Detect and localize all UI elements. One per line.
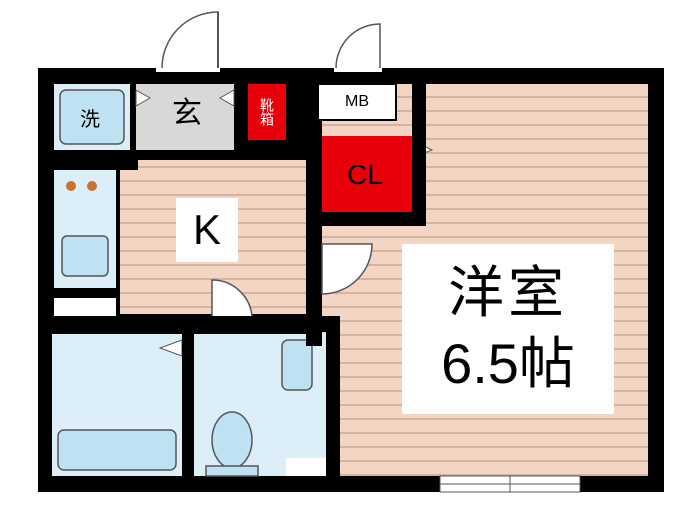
wall-closet-bottom <box>306 212 426 226</box>
washer-pan <box>59 89 125 145</box>
entrance-label: 玄 <box>172 96 202 131</box>
toilet-bowl <box>211 411 253 469</box>
shoe-box <box>248 84 286 140</box>
toilet-door-swing <box>211 279 253 317</box>
meter-box <box>317 83 397 121</box>
kitchen-label: K <box>176 198 238 262</box>
washer-label: 洗 <box>80 106 100 131</box>
fridge-space <box>54 298 116 316</box>
wall-closet-right <box>412 84 426 226</box>
western-room-name: 洋室 <box>448 261 568 326</box>
bathtub <box>57 429 177 471</box>
closet-label: CL <box>347 159 383 190</box>
toilet-shelf <box>286 458 326 476</box>
toilet-sink <box>281 339 313 391</box>
shoe-box-label: 靴箱 <box>258 98 274 126</box>
western-room-label: 洋室 6.5帖 <box>402 244 614 414</box>
mb-door-swing <box>335 23 381 69</box>
western-room-size: 6.5帖 <box>441 332 575 395</box>
meter-box-label: MB <box>345 93 369 110</box>
wall-entrance-kitchen <box>120 150 306 160</box>
kitchen-sink <box>61 235 109 277</box>
wall-kitchen-right <box>306 120 322 346</box>
entrance-floor <box>136 84 234 150</box>
stove-burner-left <box>66 181 76 191</box>
entrance-door-swing <box>161 11 219 69</box>
wall-toilet-right <box>326 316 340 492</box>
entrance-flap-right <box>218 89 235 107</box>
wall-washer-kitchen <box>38 150 138 170</box>
wall-bath-toilet <box>182 316 194 492</box>
toilet-tank <box>205 465 259 477</box>
closet <box>322 136 412 212</box>
entrance-flap-left <box>135 89 152 107</box>
stove-burner-right <box>87 181 97 191</box>
room-door-swing <box>321 243 373 295</box>
